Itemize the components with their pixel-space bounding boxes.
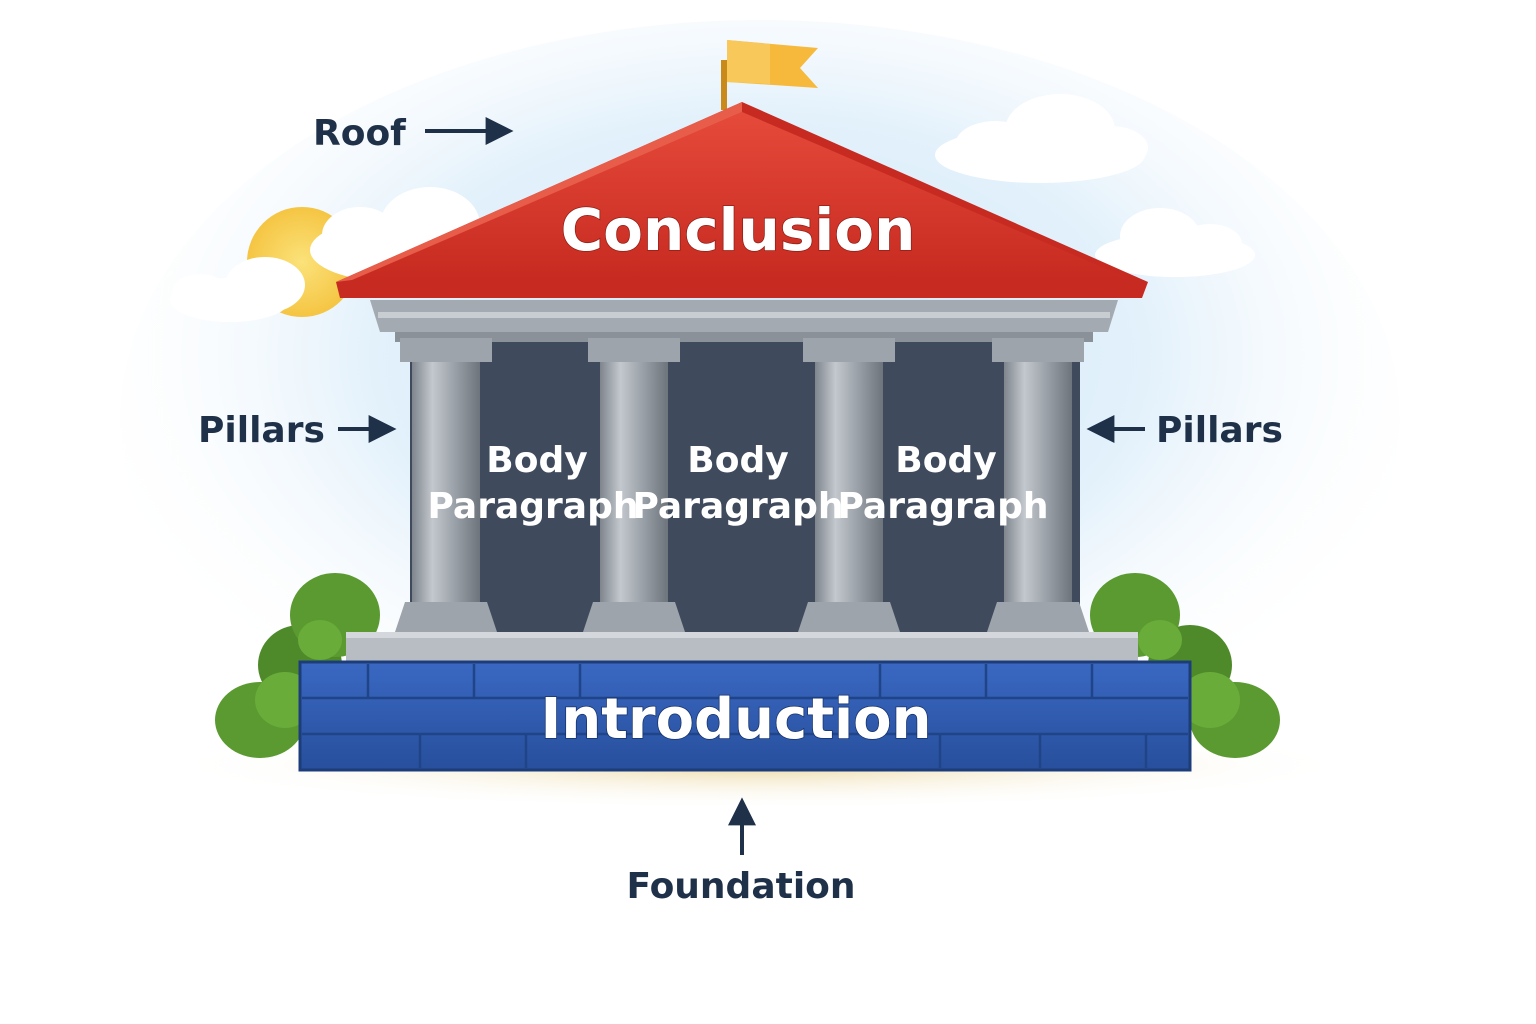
- temple-inner-wall: [410, 332, 1080, 634]
- cloud-icon: [935, 94, 1148, 183]
- entablature: [370, 300, 1118, 342]
- roof-label: Conclusion: [561, 196, 916, 264]
- foundation-label: Introduction: [540, 687, 931, 752]
- pillar-label-line2: Paragraph: [633, 486, 844, 527]
- pillar-label-line1: Body: [895, 440, 996, 481]
- pillar-label-line1: Body: [687, 440, 788, 481]
- pillar-label-line2: Paragraph: [838, 486, 1049, 527]
- pillar: [583, 338, 685, 632]
- pillar-label-line1: Body: [486, 440, 587, 481]
- pillar: [798, 338, 900, 632]
- pillar: [395, 338, 497, 632]
- pillar: [987, 338, 1089, 632]
- cloud-icon: [1095, 208, 1255, 277]
- cloud-icon: [170, 257, 305, 322]
- pillars-annotation-left: Pillars: [198, 410, 325, 451]
- foundation-base: [298, 660, 1192, 772]
- flag-icon: [721, 40, 818, 110]
- foundation-annotation: Foundation: [626, 866, 855, 907]
- stylobate-step: [346, 632, 1138, 662]
- pillar-label-line2: Paragraph: [428, 486, 639, 527]
- roof-annotation: Roof: [313, 113, 406, 154]
- roof-pediment: [336, 102, 1148, 298]
- pillars-annotation-right: Pillars: [1156, 410, 1283, 451]
